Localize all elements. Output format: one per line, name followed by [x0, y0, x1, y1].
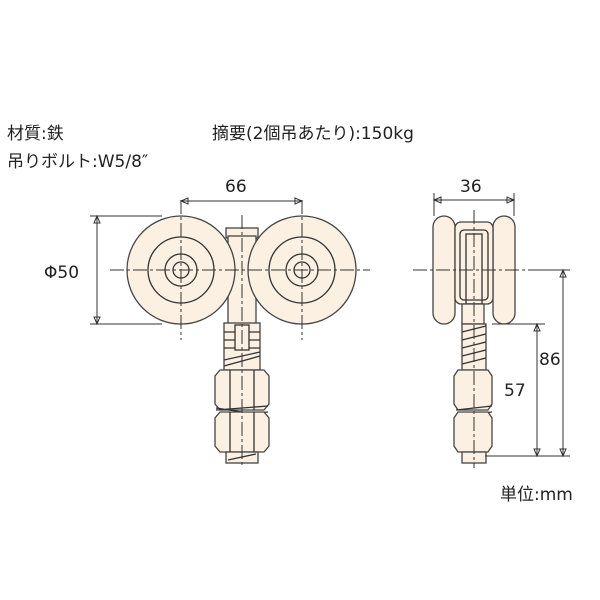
- front-dimensions: 66 Φ50: [44, 177, 304, 326]
- dim-57: 57: [504, 381, 526, 401]
- side-view: [413, 210, 560, 468]
- dim-86: 86: [539, 350, 561, 370]
- dim-36: 36: [460, 177, 482, 197]
- front-view: [110, 200, 370, 468]
- side-dimensions: 36 86 57: [432, 177, 570, 458]
- material-label: 材質:鉄: [7, 124, 64, 144]
- hanging-bolt-label: 吊りボルト:W5/8″: [7, 152, 149, 172]
- dim-66: 66: [225, 177, 247, 197]
- unit-label: 単位:mm: [500, 485, 573, 505]
- summary-label: 摘要(2個吊あたり):150kg: [212, 124, 414, 144]
- dim-phi50: Φ50: [44, 263, 79, 283]
- center-lines: [110, 200, 370, 468]
